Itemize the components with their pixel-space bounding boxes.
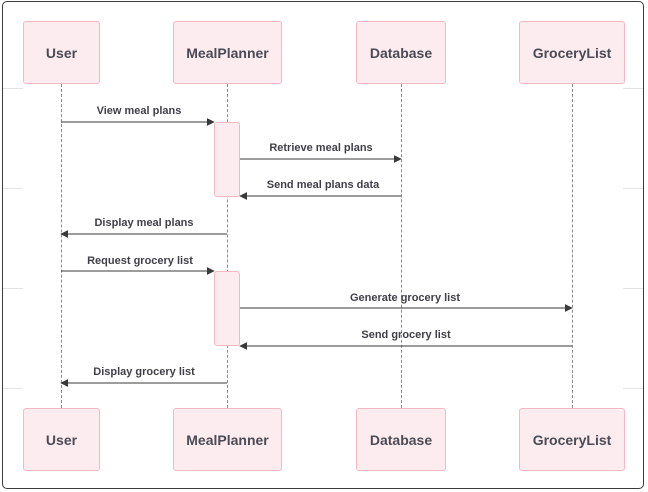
message-label: View meal plans bbox=[96, 105, 182, 117]
background-gridline bbox=[3, 388, 23, 389]
background-gridline bbox=[623, 88, 643, 89]
participant-grocerylist-top: GroceryList bbox=[519, 21, 625, 84]
background-gridline bbox=[623, 188, 643, 189]
participant-mealplanner-bottom: MealPlanner bbox=[173, 408, 282, 471]
participant-mealplanner-top: MealPlanner bbox=[173, 21, 282, 84]
background-gridline bbox=[623, 388, 643, 389]
lifeline-grocerylist bbox=[572, 84, 573, 408]
participant-database-bottom: Database bbox=[356, 408, 446, 471]
participant-user-top: User bbox=[23, 21, 100, 84]
participant-grocerylist-bottom: GroceryList bbox=[519, 408, 625, 471]
activation-bar bbox=[214, 122, 240, 197]
participant-database-top: Database bbox=[356, 21, 446, 84]
message-label: Send meal plans data bbox=[266, 179, 380, 191]
message-label: Send grocery list bbox=[361, 329, 451, 341]
lifeline-mealplanner bbox=[227, 84, 228, 408]
message-label: Request grocery list bbox=[87, 255, 193, 267]
participant-user-bottom: User bbox=[23, 408, 100, 471]
lifeline-database bbox=[401, 84, 402, 408]
background-gridline bbox=[3, 288, 23, 289]
background-gridline bbox=[623, 288, 643, 289]
message-label: Generate grocery list bbox=[349, 292, 461, 304]
lifeline-user bbox=[61, 84, 62, 408]
message-label: Display grocery list bbox=[93, 366, 195, 378]
activation-bar bbox=[214, 271, 240, 346]
message-label: Retrieve meal plans bbox=[269, 142, 373, 154]
message-label: Display meal plans bbox=[94, 217, 194, 229]
background-gridline bbox=[3, 88, 23, 89]
background-gridline bbox=[3, 188, 23, 189]
